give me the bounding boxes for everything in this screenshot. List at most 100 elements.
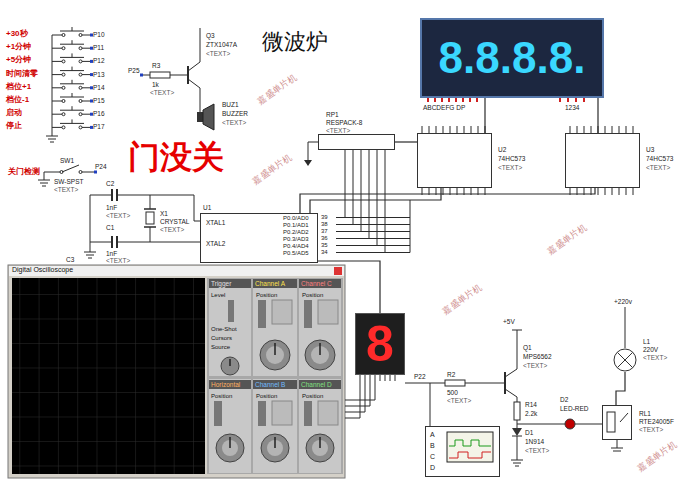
seven-segment: 8 bbox=[355, 313, 405, 375]
ground-symbol bbox=[46, 136, 58, 142]
relay-contact bbox=[611, 413, 628, 451]
schematic-label: 36 bbox=[321, 235, 328, 242]
schematic-label: P10 bbox=[93, 31, 105, 38]
node-text: 8 bbox=[366, 319, 394, 369]
node-text: A bbox=[430, 431, 435, 439]
node-text: <TEXT> bbox=[498, 164, 522, 171]
schematic-label: P12 bbox=[93, 57, 105, 64]
latch-chip: U374HC573<TEXT> bbox=[565, 133, 640, 188]
schematic-label: 34 bbox=[321, 249, 328, 256]
wire bbox=[308, 142, 318, 160]
latch-chip: U274HC573<TEXT> bbox=[417, 133, 492, 188]
schematic-label: R3 bbox=[152, 62, 160, 69]
relay: RL1RTE24005F<TEXT> bbox=[602, 405, 632, 440]
wire-connector bbox=[597, 98, 598, 133]
schematic-label: Level bbox=[211, 292, 225, 299]
schematic-label: P24 bbox=[95, 163, 107, 170]
schematic-label: 档位-1 bbox=[6, 96, 29, 105]
close-button bbox=[334, 267, 342, 275]
schematic-label: <TEXT> bbox=[525, 447, 549, 454]
schematic-label: BUZZER bbox=[222, 110, 248, 117]
slider bbox=[304, 300, 312, 328]
buzzer-symbol bbox=[203, 104, 214, 130]
mode-buttons bbox=[318, 401, 338, 425]
schematic-label: <TEXT> bbox=[222, 119, 246, 126]
push-button-symbol bbox=[52, 93, 93, 103]
transistor-symbol bbox=[188, 28, 200, 112]
pin-marker bbox=[140, 74, 143, 77]
node-text: B bbox=[430, 442, 435, 450]
heading-bar bbox=[209, 279, 251, 288]
slider bbox=[228, 300, 234, 322]
push-button-symbol bbox=[52, 40, 93, 50]
schematic-label: P22 bbox=[414, 373, 426, 380]
slider bbox=[258, 300, 266, 328]
wire bbox=[90, 195, 200, 252]
node-text: <TEXT> bbox=[646, 164, 670, 171]
schematic-label: P14 bbox=[93, 84, 105, 91]
title-text: 微波炉 bbox=[262, 30, 328, 54]
schematic-label: 1k bbox=[152, 81, 159, 88]
node-text: U1 bbox=[203, 204, 211, 211]
node-text: RP1 bbox=[326, 111, 339, 118]
heading-bar bbox=[253, 380, 297, 389]
node-text: P0.2/AD2 bbox=[283, 229, 309, 236]
push-button-symbol bbox=[52, 80, 93, 90]
schematic-label: Source bbox=[211, 344, 230, 351]
display-module: 8.8.8.8. bbox=[420, 18, 604, 98]
node-text: P0.3/AD3 bbox=[283, 236, 309, 243]
node-text: P0.1/AD1 bbox=[283, 222, 309, 229]
pin-marker bbox=[94, 171, 97, 174]
schematic-label: 38 bbox=[321, 221, 328, 228]
diode-symbol bbox=[512, 428, 522, 436]
schematic-label: 时间清零 bbox=[6, 70, 38, 79]
crystal-symbol bbox=[146, 212, 154, 224]
scope-screen bbox=[12, 278, 205, 474]
analyzer-screen bbox=[447, 432, 493, 462]
transistor-symbol bbox=[187, 66, 189, 84]
watermark: 嘉盛单片机 bbox=[441, 283, 484, 317]
node-text: <TEXT> bbox=[639, 426, 663, 433]
control-panel bbox=[207, 278, 343, 474]
waveform bbox=[449, 452, 491, 458]
schematic-label: <TEXT> bbox=[206, 50, 230, 57]
heading-bar bbox=[299, 380, 341, 389]
schematic-label: Position bbox=[256, 393, 277, 400]
schematic-label: <TEXT> bbox=[106, 257, 130, 264]
buzzer-symbol bbox=[197, 112, 203, 122]
schematic-label: P25 bbox=[128, 67, 140, 74]
schematic-label: <TEXT> bbox=[523, 362, 547, 369]
push-button-symbol bbox=[52, 67, 93, 77]
schematic-label: C2 bbox=[106, 180, 114, 187]
node-text: Digital Oscilloscope bbox=[12, 266, 73, 274]
schematic-label: <TEXT> bbox=[54, 186, 78, 193]
schematic-label: ZTX1047A bbox=[206, 41, 237, 48]
node-text: XTAL1 bbox=[206, 219, 225, 226]
contact bbox=[79, 171, 82, 174]
resistor-symbol bbox=[445, 380, 465, 386]
schematic-label: P13 bbox=[93, 71, 105, 78]
node-text: P0.5/AD5 bbox=[283, 250, 309, 257]
schematic-label: C3 bbox=[66, 256, 74, 263]
slider bbox=[258, 401, 266, 426]
node-text: XTAL2 bbox=[206, 240, 225, 247]
switch-lever bbox=[62, 165, 79, 172]
lamp-outline bbox=[613, 348, 637, 372]
wire-connector bbox=[310, 188, 441, 213]
title-bar bbox=[9, 266, 344, 276]
wire bbox=[345, 375, 395, 418]
logic-analyzer: ABCD bbox=[425, 426, 500, 477]
watermark: 嘉盛单片机 bbox=[636, 440, 679, 474]
slider bbox=[214, 401, 222, 426]
schematic-label: 1nF bbox=[106, 250, 117, 257]
schematic-label: +5V bbox=[503, 318, 515, 325]
mode-buttons bbox=[318, 300, 338, 324]
schematic-label: R2 bbox=[447, 371, 455, 378]
bus-wire bbox=[336, 200, 410, 253]
microcontroller: U1XTAL1XTAL2P0.0/AD0P0.1/AD1P0.2/AD2P0.3… bbox=[200, 213, 318, 263]
schematic-label: Channel B bbox=[255, 381, 285, 388]
push-button-symbol bbox=[52, 53, 93, 63]
schematic-label: Cursors bbox=[211, 335, 232, 342]
schematic-label: 1N914 bbox=[525, 438, 544, 445]
wire-connector bbox=[300, 188, 595, 213]
